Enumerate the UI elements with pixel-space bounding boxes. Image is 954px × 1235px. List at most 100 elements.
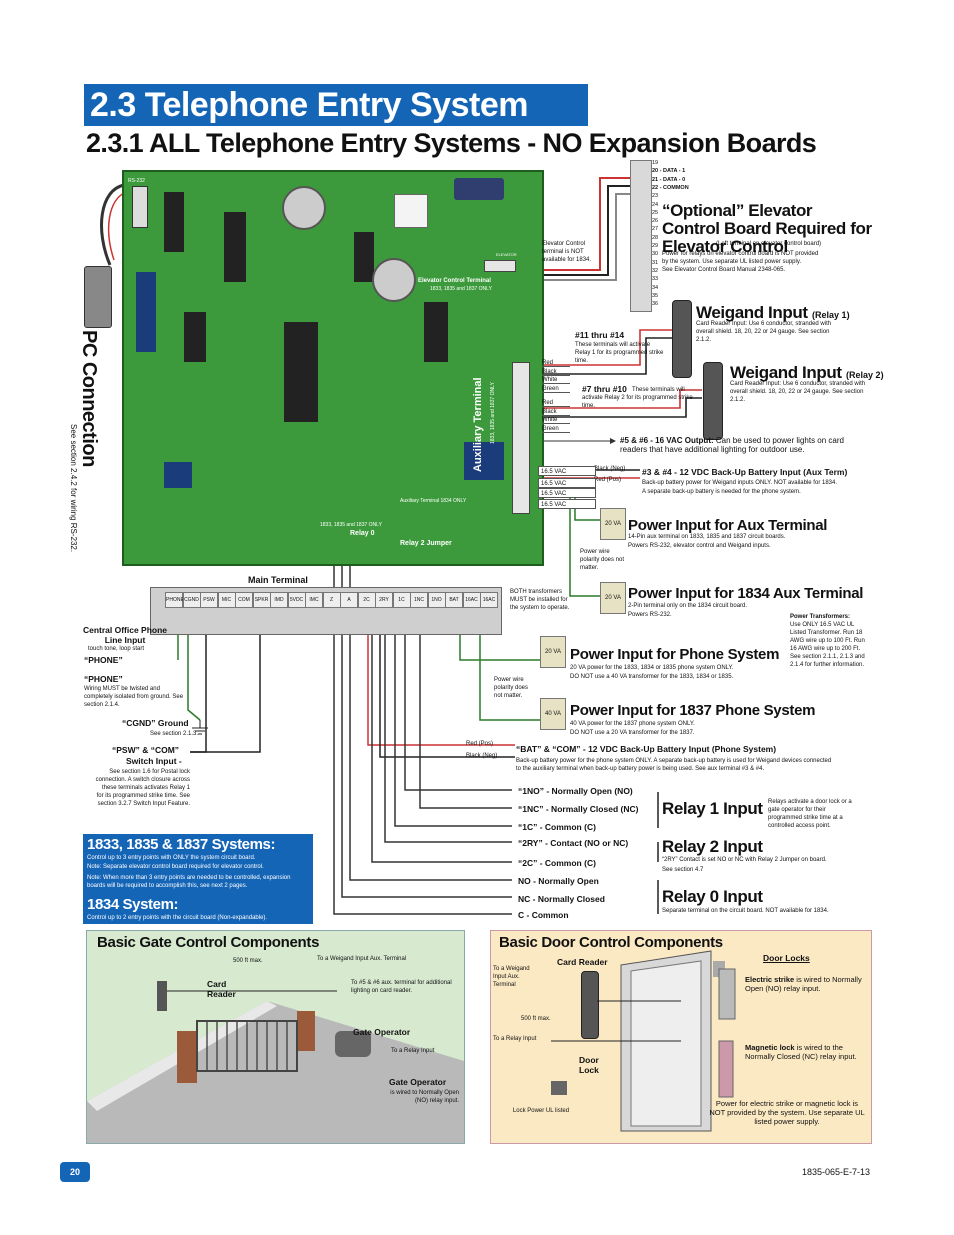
- relay-component: [136, 272, 156, 352]
- relay0-note: 1833, 1835 and 1837 ONLY: [320, 522, 382, 528]
- transformer-20va: 20 VA: [540, 636, 566, 668]
- terminal-cell-2ry: 2RY: [375, 592, 393, 608]
- weigand1-desc: Card Reader Input: Use 6 conductor, stra…: [696, 321, 832, 343]
- elevator-terminal-number: 34: [652, 284, 659, 291]
- elevator-terminal-number: 36: [652, 301, 659, 308]
- rs232-db9-connector: [84, 266, 112, 328]
- elevator-desc-line: Power for relays on elevator control boa…: [662, 251, 819, 257]
- weigand2-heading: Weigand Input: [730, 363, 842, 382]
- relay2-item: “2C” - Common (C): [518, 858, 596, 868]
- power-transformers-note: Power Transformers: Use ONLY 16.5 VAC UL…: [790, 613, 870, 669]
- psw-desc: See section 1.6 for Postal lock connecti…: [95, 769, 190, 807]
- elevator-terminal-number: 26: [652, 218, 659, 225]
- voltage-regulator: [282, 186, 326, 230]
- aux-power-desc2: Powers RS-232, elevator control and Weig…: [628, 543, 771, 549]
- elevator-terminal-number: 31: [652, 259, 659, 266]
- terminal-cell-spkr: SPKR: [252, 592, 271, 608]
- elevator-control-terminal-note: 1833, 1835 and 1837 ONLY: [430, 286, 492, 292]
- ic-chip: [184, 312, 206, 362]
- phone-heading: “PHONE”: [84, 674, 123, 684]
- aux-terminal-title: Auxiliary Terminal: [472, 377, 484, 472]
- phone-tag: “PHONE”: [84, 655, 123, 665]
- electric-strike-bold: Electric strike: [745, 975, 795, 984]
- relay1-item: “1C” - Common (C): [518, 822, 596, 832]
- term11-desc: These terminals will activate Relay 1 fo…: [575, 342, 664, 364]
- relay0-label: Relay 0: [350, 530, 375, 537]
- elevator-control-terminal-label: Elevator Control Terminal: [418, 278, 491, 284]
- door-power-note: Power for electric strike or magnetic lo…: [709, 1099, 865, 1126]
- card-reader-icon: [703, 362, 723, 440]
- battery-wire-pos: Red (Pos): [594, 477, 622, 483]
- door-heading: Basic Door Control Components: [499, 934, 723, 951]
- psw-label: “PSW” & “COM”: [112, 745, 180, 755]
- gate-control-panel: Basic Gate Control Components 500 ft max…: [86, 930, 465, 1144]
- elevator-side-note-line: available for 1834.: [542, 257, 592, 263]
- terminal-cell-2c: 2C: [357, 592, 376, 608]
- elevator-desc: Power for relays on elevator control boa…: [662, 250, 862, 274]
- power-transformers-title: Power Transformers:: [790, 614, 851, 620]
- elevator-terminal-number: 30: [652, 251, 659, 258]
- gate-operator-desc: is wired to Normally Open (NO) relay inp…: [390, 1090, 459, 1104]
- gate-illustration: [87, 981, 464, 1143]
- heatsink: [394, 194, 428, 228]
- elevator-heading-suffix: (Left terminal on elevator control board…: [716, 241, 822, 247]
- phone-power-desc1: 20 VA power for the 1833, 1834 or 1835 p…: [570, 665, 734, 671]
- term56-label: #5 & #6 - 16 VAC Output:: [620, 436, 714, 445]
- vac-label: 16.5 VAC: [538, 499, 596, 509]
- aux-1834-desc2: Powers RS-232.: [628, 612, 672, 618]
- gate-distance: 500 ft max.: [233, 958, 263, 964]
- both-transformers-note: BOTH transformers MUST be installed for …: [510, 589, 570, 611]
- rs232-port: [132, 186, 148, 228]
- relay0-item: NO - Normally Open: [518, 876, 599, 886]
- voltage-regulator: [372, 258, 416, 302]
- rs232-port-label: RS-232: [128, 178, 145, 184]
- elevator-side-note: Elevator Control terminal is NOT availab…: [542, 240, 622, 264]
- door-weigand-note: To a Weigand Input Aux. Terminal: [493, 966, 530, 988]
- elevator-desc-line: by the system. Use separate UL listed po…: [662, 259, 802, 265]
- term34-desc2: A separate back-up battery is needed for…: [642, 489, 801, 495]
- power-1837-heading: Power Input for 1837 Phone System: [570, 702, 816, 719]
- main-terminal-label: Main Terminal: [248, 575, 308, 585]
- terminal-cell-psw: PSW: [200, 592, 218, 608]
- gate-card-reader-label: Card Reader: [207, 979, 236, 999]
- card-reader-icon: [581, 971, 599, 1039]
- battery-wire-neg: Black (Neg): [594, 466, 626, 472]
- gate-operator-label: Gate Operator: [353, 1027, 411, 1037]
- wire-color-label: Red: [542, 400, 570, 407]
- relay1-heading: Relay 1 Input: [662, 799, 763, 818]
- weigand1-block: Weigand Input (Relay 1): [696, 304, 850, 323]
- circuit-board: RS-232 ELEVATOR Elevator Control Termina…: [122, 170, 544, 566]
- door-distance: 500 ft max.: [521, 1016, 551, 1022]
- power-1837-desc1: 40 VA power for the 1837 phone system ON…: [570, 721, 695, 727]
- elevator-heading: “Optional” Elevator Control Board Requir…: [662, 201, 872, 256]
- term7-desc: These terminals will activate Relay 2 fo…: [582, 387, 693, 409]
- phone-power-desc2: DO NOT use a 40 VA transformer for the 1…: [570, 674, 734, 680]
- relay2-note2: See section 4.7: [662, 867, 704, 873]
- relay0-item: NC - Normally Closed: [518, 894, 605, 904]
- relay2-jumper-label: Relay 2 Jumper: [400, 540, 452, 547]
- transformer-20va: 20 VA: [600, 508, 626, 540]
- microcontroller: [284, 322, 318, 422]
- terminal-cell-imd: IMD: [270, 592, 288, 608]
- transformer-20va: 20 VA: [600, 582, 626, 614]
- terminal-cell-1no: 1NO: [427, 592, 446, 608]
- elevator-terminal-number: 29: [652, 243, 659, 249]
- wire-color-label: Red: [542, 360, 570, 367]
- weigand1-suffix: (Relay 1): [812, 310, 850, 320]
- gate-heading: Basic Gate Control Components: [97, 934, 320, 951]
- door-card-reader-label: Card Reader: [557, 957, 608, 967]
- term56-desc: Can be used to power lights on card read…: [620, 436, 844, 454]
- relay2-item: “2RY” - Contact (NO or NC): [518, 838, 629, 848]
- document-id: 1835-065-E-7-13: [802, 1167, 871, 1177]
- aux-terminal-1834-label: Auxiliary Terminal 1834 ONLY: [400, 498, 467, 504]
- elevator-terminal-number: 21 - DATA - 0: [652, 176, 686, 183]
- power-transformers-desc: Use ONLY 16.5 VAC UL Listed Transformer.…: [790, 622, 865, 668]
- polarity-note: Power wire polarity does not matter.: [494, 677, 529, 699]
- systems-title-1834: 1834 System:: [87, 896, 179, 913]
- cgnd-label: “CGND” Ground: [122, 718, 189, 728]
- terminal-cell-16ac: 16AC: [462, 592, 481, 608]
- elevator-terminal-number: 22 - COMMON: [652, 184, 689, 191]
- systems-desc-1834: Control up to 2 entry points with the ci…: [87, 915, 268, 921]
- ic-chip: [164, 192, 184, 252]
